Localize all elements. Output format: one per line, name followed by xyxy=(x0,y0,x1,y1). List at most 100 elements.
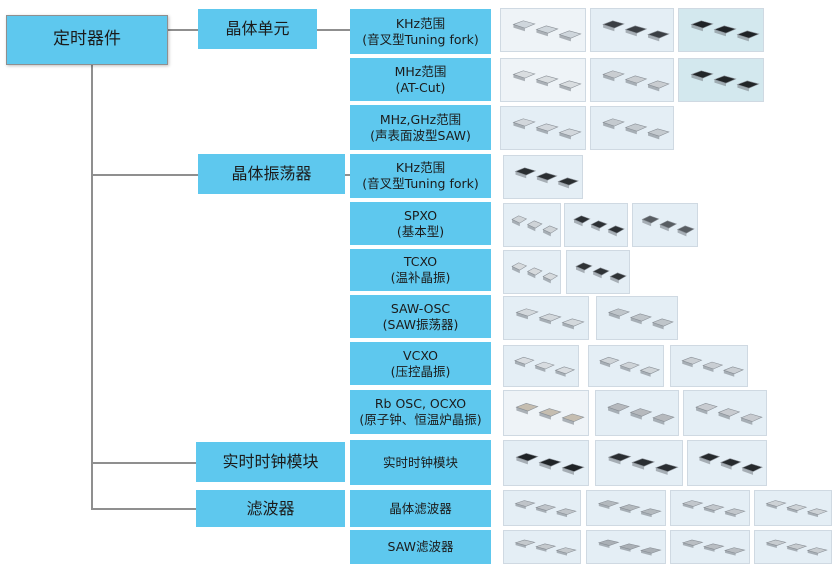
component-shape-side xyxy=(619,546,631,552)
component-shape-side xyxy=(516,457,528,465)
component-shape-side xyxy=(536,176,548,184)
component-photo-icon xyxy=(641,215,695,237)
component-shape-side xyxy=(515,171,527,179)
component-photo xyxy=(595,440,683,486)
component-shape-side xyxy=(725,550,736,556)
component-photo xyxy=(503,440,589,486)
category-filter: 滤波器 xyxy=(196,490,345,527)
component-shape-side xyxy=(625,29,637,37)
component-shape-side xyxy=(591,224,600,232)
component-photo-icon xyxy=(511,215,559,237)
component-shape-side xyxy=(640,370,651,377)
component-shape-side xyxy=(559,34,571,42)
component-shape-side xyxy=(512,219,520,227)
component-shape-side xyxy=(714,29,726,37)
component-shape xyxy=(515,453,539,462)
component-shape-side xyxy=(556,550,567,556)
component-shape xyxy=(631,458,656,467)
component-photo-icon xyxy=(514,500,577,518)
component-shape-side xyxy=(562,417,574,425)
category-crystal-unit: 晶体单元 xyxy=(198,9,317,49)
component-photo xyxy=(503,490,581,526)
component-shape-side xyxy=(766,542,777,548)
component-shape xyxy=(681,356,703,365)
component-shape xyxy=(573,215,591,224)
root-branch-oscillator xyxy=(91,174,198,176)
component-photo-icon xyxy=(698,453,763,475)
component-photo xyxy=(586,490,666,526)
component-photo xyxy=(678,8,764,52)
component-shape xyxy=(561,463,585,472)
component-photo xyxy=(503,250,561,294)
component-shape xyxy=(765,500,787,507)
component-photo-icon xyxy=(607,453,679,475)
component-shape xyxy=(514,167,537,176)
component-photo-icon xyxy=(602,70,670,92)
item-spxo: SPXO(基本型) xyxy=(350,202,491,245)
component-shape xyxy=(806,547,828,554)
component-shape-side xyxy=(516,407,528,415)
component-shape xyxy=(558,80,582,89)
component-photo-icon xyxy=(575,262,627,284)
component-photo-icon xyxy=(515,453,585,475)
component-shape-side xyxy=(807,511,819,518)
component-shape-side xyxy=(555,370,566,377)
component-shape-side xyxy=(539,317,551,325)
component-shape-side xyxy=(703,507,715,514)
component-photo xyxy=(503,345,579,387)
component-photo xyxy=(632,203,698,247)
component-shape-side xyxy=(608,312,620,320)
component-shape-side xyxy=(742,467,754,475)
component-shape xyxy=(629,313,652,322)
component-photo xyxy=(596,296,678,340)
component-shape-side xyxy=(620,365,631,372)
category-rtc-module: 实时时钟模块 xyxy=(196,442,345,482)
item-saw-osc: SAW-OSC(SAW振荡器) xyxy=(350,295,491,338)
item-line1: TCXO xyxy=(403,254,438,270)
component-photo-icon xyxy=(681,539,746,556)
component-photo-icon xyxy=(765,500,828,518)
component-photo xyxy=(590,58,674,102)
component-shape xyxy=(535,75,559,84)
component-shape-side xyxy=(608,407,620,415)
root-branch-crystal-unit xyxy=(168,29,198,31)
component-shape xyxy=(555,508,577,515)
component-shape xyxy=(741,463,763,472)
component-shape xyxy=(702,361,724,370)
component-photo xyxy=(566,250,630,294)
component-shape xyxy=(618,543,641,550)
component-shape-side xyxy=(515,503,526,510)
component-shape-side xyxy=(603,74,615,82)
component-shape-side xyxy=(691,24,703,32)
component-shape xyxy=(561,413,585,422)
component-photo-icon xyxy=(607,308,674,330)
component-shape-side xyxy=(539,462,551,470)
component-shape xyxy=(647,80,670,89)
root-node-label: 定时器件 xyxy=(53,29,121,50)
component-shape-side xyxy=(619,507,631,514)
component-shape xyxy=(724,547,746,554)
component-shape xyxy=(511,262,528,271)
component-shape xyxy=(557,177,579,186)
component-shape-side xyxy=(807,550,818,556)
component-photo xyxy=(500,8,586,52)
component-photo xyxy=(503,390,589,436)
component-photo xyxy=(564,203,628,247)
component-shape-side xyxy=(699,457,711,465)
component-shape xyxy=(558,30,582,39)
item-line1: Rb OSC, OCXO xyxy=(374,396,467,412)
component-shape-side xyxy=(655,467,668,475)
component-photo xyxy=(670,345,748,387)
component-shape xyxy=(597,539,620,546)
component-shape xyxy=(647,128,670,137)
component-shape xyxy=(555,547,577,554)
component-shape xyxy=(654,463,679,472)
component-shape xyxy=(681,500,704,507)
component-photo-icon xyxy=(512,70,582,92)
component-photo-icon xyxy=(607,403,675,425)
component-photo-icon xyxy=(765,539,828,556)
component-shape-side xyxy=(625,79,637,87)
component-shape xyxy=(765,539,787,546)
component-photo-icon xyxy=(602,118,670,140)
category-label: 晶体振荡器 xyxy=(231,164,312,183)
